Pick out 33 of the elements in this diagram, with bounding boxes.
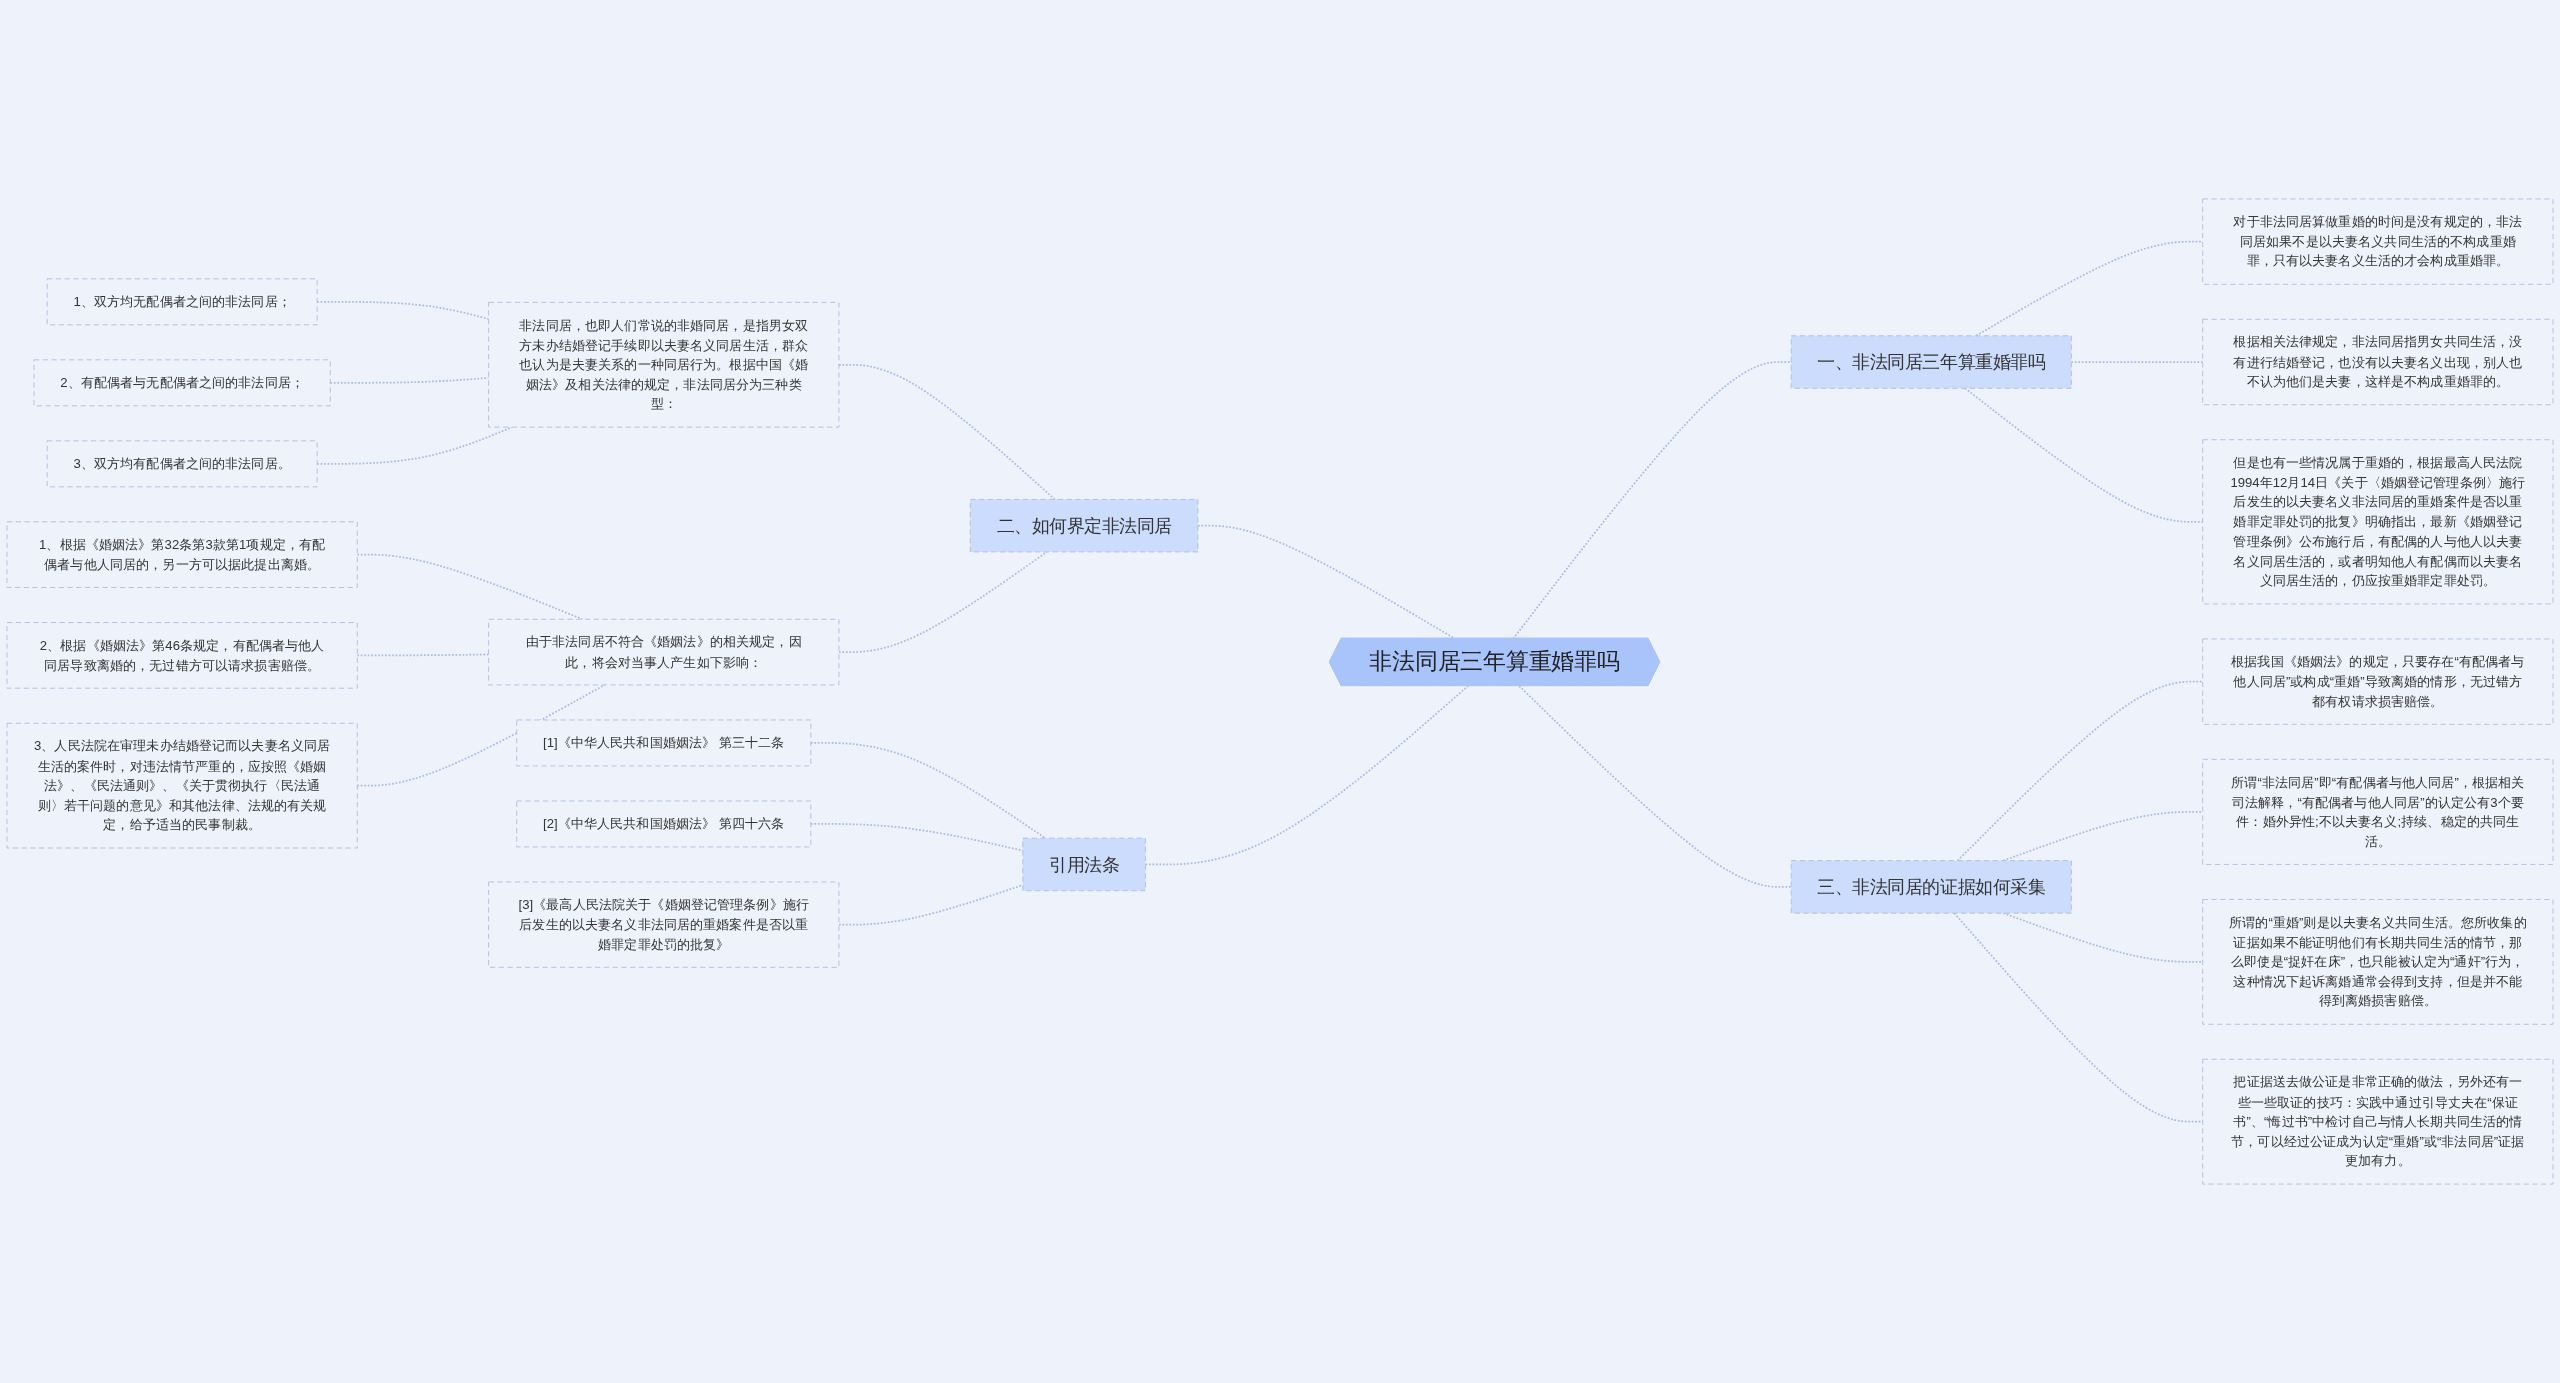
node-box: 一、非法同居三年算重婚罪吗	[1790, 335, 2072, 389]
connector	[1518, 685, 1793, 888]
node-box: 所谓的“重婚”则是以夫妻名义共同生活。您所收集的证据如果不能证明他们有长期共同生活的情节，那么即使是“捉奸在床”，也只能被认定为“通奸”行为，这种情况下起诉离婚通常会得到支持，但是并不能得到离婚损害赔偿。	[2202, 899, 2554, 1025]
node-box: 3、人民法院在审理未办结婚登记而以夫妻名义同居生活的案件时，对违法情节严重的，应按照《婚姻法》、《民法通则》、《关于贯彻执行〈民法通则〉若干问题的意见》和其他法律、法规的有关规定，给予适当的民事制裁。	[6, 722, 358, 849]
node-box: 2、有配偶者与无配偶者之间的非法同居；	[33, 359, 331, 407]
connector	[1953, 912, 2204, 1123]
node-box: 3、双方均有配偶者之间的非法同居。	[46, 440, 318, 488]
connector	[838, 363, 1056, 501]
node-box: 1、根据《婚姻法》第32条第3款第1项规定，有配偶者与他人同居的，另一方可以据此提出离婚。	[6, 521, 358, 588]
node-box: 对于非法同居算做重婚的时间是没有规定的，非法同居如果不是以夫妻名义共同生活的不构成重婚罪，只有以夫妻名义生活的才会构成重婚罪。	[2202, 198, 2554, 285]
node-box: 2、根据《婚姻法》第46条规定，有配偶者与他人同居导致离婚的，无过错方可以请求损害赔偿。	[6, 622, 358, 689]
node-box: [1]《中华人民共和国婚姻法》 第三十二条	[516, 719, 812, 767]
connector	[1956, 680, 2204, 862]
connector	[1197, 524, 1456, 640]
node-box: 非法同居，也即人们常说的非婚同居，是指男女双方未办结婚登记手续即以夫妻名义同居生活，群众也认为是夫妻关系的一种同居行为。根据中国《婚姻法》及相关法律的规定，非法同居分为三种类型：	[488, 301, 840, 428]
node-box: 1、双方均无配偶者之间的非法同居；	[46, 278, 318, 326]
connector	[1512, 361, 1793, 640]
connector	[838, 551, 1048, 653]
node-box: 引用法条	[1022, 837, 1146, 892]
connector	[809, 742, 1047, 840]
node-box: [2]《中华人民共和国婚姻法》 第四十六条	[516, 800, 812, 848]
connector	[809, 823, 1024, 852]
node-box: 二、如何界定非法同居	[969, 498, 1199, 553]
connector	[1144, 685, 1469, 866]
node-box: 根据相关法律规定，非法同居指男女共同生活，没有进行结婚登记，也没有以夫妻名义出现，别人也不认为他们是夫妻，这样是不构成重婚罪的。	[2202, 318, 2554, 406]
node-box: 由于非法同居不符合《婚姻法》的相关规定，因此，将会对当事人产生如下影响：	[488, 618, 840, 686]
node-box: 但是也有一些情况属于重婚的，根据最高人民法院1994年12月14日《关于〈婚姻登记管理条例〉施行后发生的以夫妻名义非法同居的重婚案件是否以重婚罪定罪处罚的批复》明确指出，最新《婚姻登记管理条例》公布施行后，有配偶的人与他人以夫妻名义同居生活的，或者明知他人有配偶而以夫妻名义同居生活的，仍应按重婚罪定罪处罚。	[2202, 439, 2554, 605]
node-box: 所谓“非法同居”即“有配偶者与他人同居”，根据相关司法解释，“有配偶者与他人同居”的认定公有3个要件：婚外异性;不以夫妻名义;持续、稳定的共同生活。	[2202, 758, 2554, 865]
node-box: 把证据送去做公证是非常正确的做法，另外还有一些一些取证的技巧：实践中通过引导丈夫在“保证书”、“悔过书”中检讨自己与情人长期共同生活的情节，可以经过公证成为认定“重婚”或“非法同居”证据更加有力。	[2202, 1058, 2554, 1185]
node-box: 三、非法同居的证据如何采集	[1790, 860, 2072, 914]
node-box: [3]《最高人民法院关于《婚姻登记管理条例》施行后发生的以夫妻名义非法同居的重婚案件是否以重婚罪定罪处罚的批复》	[488, 881, 840, 968]
connector	[838, 884, 1024, 926]
node-box: 根据我国《婚姻法》的规定，只要存在“有配偶者与他人同居”或构成“重婚”导致离婚的情形，无过错方都有权请求损害赔偿。	[2202, 638, 2554, 725]
